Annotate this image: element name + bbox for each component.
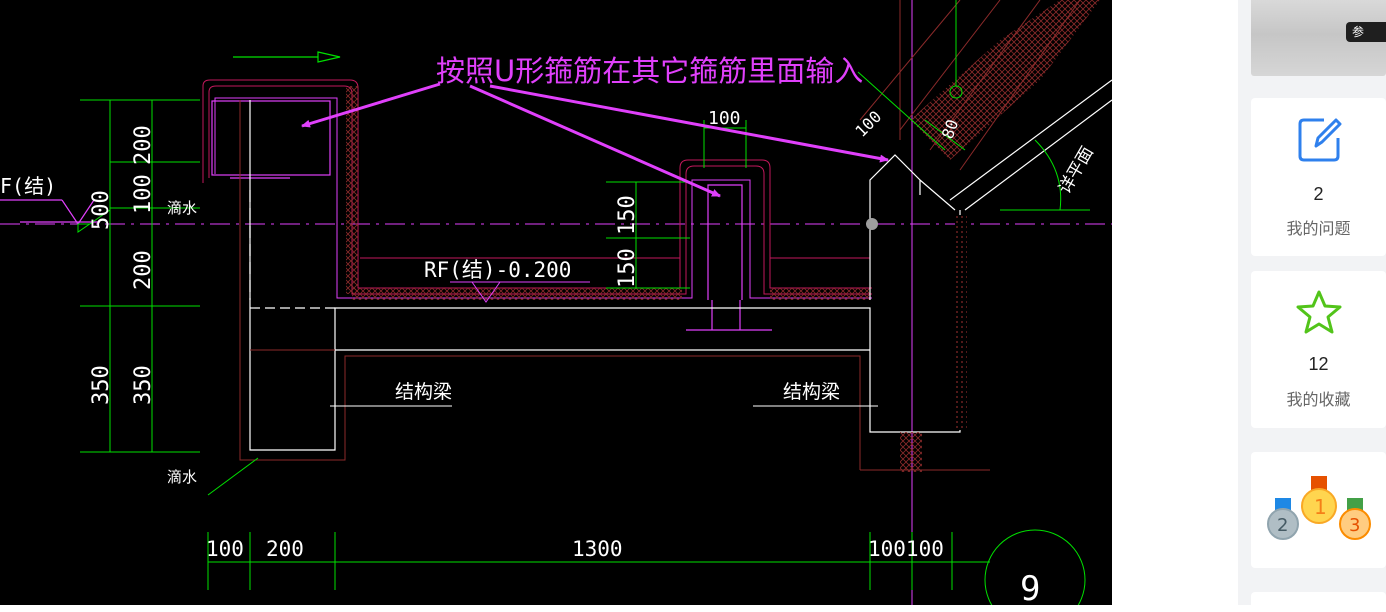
axis-number: 9 [1020, 569, 1040, 605]
vertical-dimension-texts: 200 100 200 350 500 350 150 150 [89, 125, 640, 405]
medals-card[interactable]: 2 1 3 [1251, 452, 1386, 568]
my-favorites-card[interactable]: 12 我的收藏 [1251, 271, 1386, 428]
annotation-text: 按照U形箍筋在其它箍筋里面输入 [436, 54, 863, 88]
cursor-dot [866, 218, 878, 230]
next-card[interactable] [1251, 592, 1386, 612]
dim-h-100100: 100100 [868, 537, 944, 561]
my-favorites-count: 12 [1308, 354, 1329, 374]
horizontal-dimension-texts: 100 200 1300 100100 100 [206, 108, 944, 561]
left-level-label: F(结) [0, 174, 56, 198]
beam-label-right: 结构梁 [783, 381, 840, 403]
right-sidebar: 参 2 我的问题 12 我的收藏 2 1 3 [1238, 0, 1386, 612]
roof-label: 详平面 [1055, 143, 1098, 197]
concrete-outline [249, 79, 1112, 451]
slab-level-label: RF(结)-0.200 [424, 258, 571, 282]
drip-label-bottom: 滴水 [167, 468, 197, 486]
dim-200-mid: 200 [131, 250, 156, 290]
video-thumbnail[interactable]: 参 [1251, 0, 1386, 76]
my-questions-label: 我的问题 [1286, 219, 1351, 238]
my-questions-card[interactable]: 2 我的问题 [1251, 98, 1386, 256]
dim-150-top: 150 [615, 195, 640, 235]
beam-label-left: 结构梁 [395, 381, 452, 403]
dim-h-100: 100 [206, 537, 244, 561]
thumbnail-tag: 参 [1346, 22, 1386, 42]
axis-lines [0, 0, 1112, 605]
roof-dim-100: 100 [851, 107, 885, 141]
svg-text:2: 2 [1277, 515, 1288, 536]
dimension-lines [77, 0, 1090, 605]
star-icon [1296, 290, 1341, 334]
annotation-arrows [301, 82, 889, 198]
drip-label-top: 滴水 [167, 199, 197, 217]
dim-h-1300: 1300 [572, 537, 623, 561]
svg-text:1: 1 [1314, 495, 1327, 519]
dim-150-bottom: 150 [615, 248, 640, 288]
dim-350-inner: 350 [131, 365, 156, 405]
my-questions-count: 2 [1313, 184, 1324, 204]
dim-upstand-100: 100 [708, 108, 741, 129]
medals-icon: 2 1 3 [1266, 476, 1371, 540]
dim-200-top: 200 [131, 125, 156, 165]
cad-drawing: F(结) [0, 0, 1112, 605]
direction-arrow [233, 51, 341, 63]
left-level-symbol [0, 199, 100, 226]
roof-hatch [900, 0, 1100, 472]
dim-500: 500 [89, 190, 114, 230]
dim-100: 100 [131, 174, 156, 214]
svg-text:3: 3 [1349, 515, 1360, 536]
dim-350-outer: 350 [89, 365, 114, 405]
edit-icon [1298, 118, 1341, 162]
my-favorites-label: 我的收藏 [1286, 390, 1351, 409]
dim-h-200: 200 [266, 537, 304, 561]
